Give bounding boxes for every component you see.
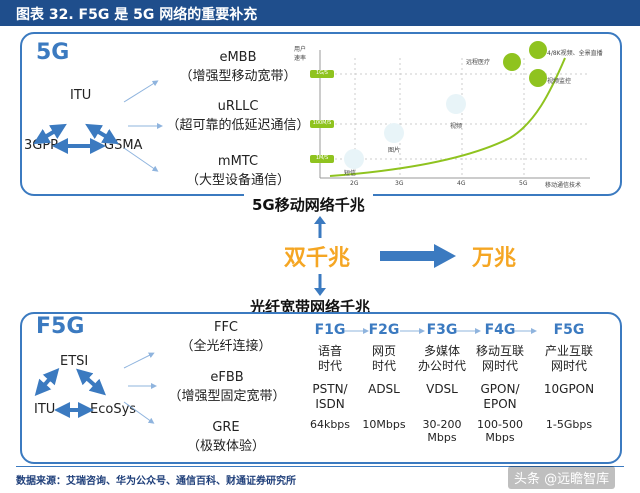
org-itu-f5g: ITU [34, 402, 56, 417]
scenario-embb: eMBB （增强型移动宽带） [158, 50, 318, 84]
gen-col-f5g: F5G 产业互联 网时代 10GPON 1-5Gbps [536, 322, 602, 431]
app-live: 4/8K视频、全景直播 [547, 50, 603, 57]
5g-speed-chart [319, 41, 590, 179]
speed-f5g: 1-5Gbps [545, 418, 593, 431]
gen-col-f3g: F3G 多媒体 办公时代 VDSL 30-200 Mbps [412, 322, 472, 444]
chart-xlabel: 移动通信技术 [545, 182, 582, 189]
scenario-embb-desc: （增强型移动宽带） [179, 69, 297, 84]
speed-f1g: 64kbps [309, 418, 351, 431]
tag-f5g: F5G [36, 314, 85, 339]
video-icon [446, 94, 466, 114]
scenario-urllc-desc: （超可靠的低延迟通信） [166, 118, 310, 133]
era-f4g: 移动互联 网时代 [475, 344, 524, 373]
org-ecosys: EcoSys [90, 402, 137, 417]
tech-f2g: ADSL [368, 382, 400, 396]
era-f5g: 产业互联 网时代 [544, 344, 593, 373]
chart-ylabel: 用户 速率 [294, 46, 307, 62]
gen-f2g: F2G [368, 322, 400, 338]
dual-gigabit: 双千兆 [284, 246, 351, 271]
gen-col-f2g: F2G 网页 时代 ADSL 10Mbps [358, 322, 410, 431]
app-sms: 短信 [344, 170, 357, 177]
image-icon [384, 123, 404, 143]
watermark: 头条 @远瞻智库 [508, 466, 616, 489]
speed-1m: 1M/S [310, 155, 334, 163]
era-f1g: 语音 时代 [317, 344, 342, 373]
scenario-urllc-name: uRLLC [217, 99, 259, 114]
tag-5g: 5G [36, 40, 70, 65]
sms-icon [344, 149, 364, 169]
gen-f3g: F3G [426, 322, 458, 338]
speed-f2g: 10Mbps [362, 418, 406, 431]
middle-vertical-arrows [314, 216, 326, 296]
feature-ffc-desc: （全光纤连接） [180, 339, 272, 354]
monitor-icon [529, 69, 547, 87]
scenario-mmtc-desc: （大型设备通信） [185, 173, 290, 188]
era-f2g: 网页 时代 [371, 344, 396, 373]
speed-1g: 1G/S [310, 70, 334, 78]
tech-f5g: 10GPON [543, 382, 595, 396]
gen-5g: 5G [519, 180, 528, 187]
gen-col-f1g: F1G 语音 时代 PSTN/ ISDN 64kbps [304, 322, 356, 431]
title-bar: 图表 32. F5G 是 5G 网络的重要补充 [0, 0, 640, 26]
panel-f5g [20, 312, 622, 464]
tech-f3g: VDSL [426, 382, 458, 396]
feature-ffc: FFC （全光纤连接） [166, 320, 286, 354]
scenario-mmtc-name: mMTC [217, 154, 259, 169]
app-image: 图片 [388, 147, 401, 154]
app-remote-medical: 远程医疗 [466, 59, 491, 66]
ten-gigabit: 万兆 [472, 246, 517, 271]
panel-5g [20, 32, 622, 196]
gen-4g: 4G [457, 180, 466, 187]
tech-f1g: PSTN/ ISDN [312, 382, 348, 411]
medical-icon [503, 53, 521, 71]
label-5g-gigabit: 5G移动网络千兆 [244, 194, 373, 215]
speed-100m: 100M/S [310, 120, 334, 128]
page-title: 图表 32. F5G 是 5G 网络的重要补充 [16, 7, 258, 23]
tech-f4g: GPON/ EPON [480, 382, 520, 411]
footer-divider [16, 466, 624, 467]
feature-efbb: eFBB （增强型固定宽带） [160, 370, 294, 404]
scenario-embb-name: eMBB [219, 50, 257, 65]
org-itu: ITU [70, 88, 92, 103]
app-monitor: 视频监控 [547, 78, 572, 85]
5g-org-arrows [33, 80, 163, 172]
gen-f5g: F5G [553, 322, 585, 338]
speed-f3g: 30-200 Mbps [422, 418, 462, 444]
gen-f1g: F1G [314, 322, 346, 338]
feature-gre-name: GRE [212, 420, 240, 435]
app-video: 视频 [450, 123, 463, 130]
speed-f4g: 100-500 Mbps [477, 418, 523, 444]
scenario-mmtc: mMTC （大型设备通信） [148, 154, 328, 188]
feature-efbb-desc: （增强型固定宽带） [168, 389, 286, 404]
feature-efbb-name: eFBB [210, 370, 244, 385]
label-fiber-gigabit: 光纤宽带网络千兆 [242, 296, 379, 317]
feature-ffc-name: FFC [213, 320, 239, 335]
gen-col-f4g: F4G 移动互联 网时代 GPON/ EPON 100-500 Mbps [470, 322, 530, 444]
live-icon [529, 41, 547, 59]
era-f3g: 多媒体 办公时代 [417, 344, 466, 373]
footer-source: 数据来源：艾瑞咨询、华为公众号、通信百科、财通证券研究所 [16, 476, 296, 487]
scenario-urllc: uRLLC （超可靠的低延迟通信） [148, 99, 328, 133]
gen-3g: 3G [395, 180, 404, 187]
generation-arrows [344, 328, 537, 334]
gen-2g: 2G [350, 180, 359, 187]
f5g-org-arrows [34, 352, 157, 424]
feature-gre: GRE （极致体验） [166, 420, 286, 454]
gen-f4g: F4G [484, 322, 516, 338]
arrow-to-10g [380, 244, 456, 268]
feature-gre-desc: （极致体验） [186, 439, 265, 454]
org-etsi: ETSI [60, 354, 89, 369]
